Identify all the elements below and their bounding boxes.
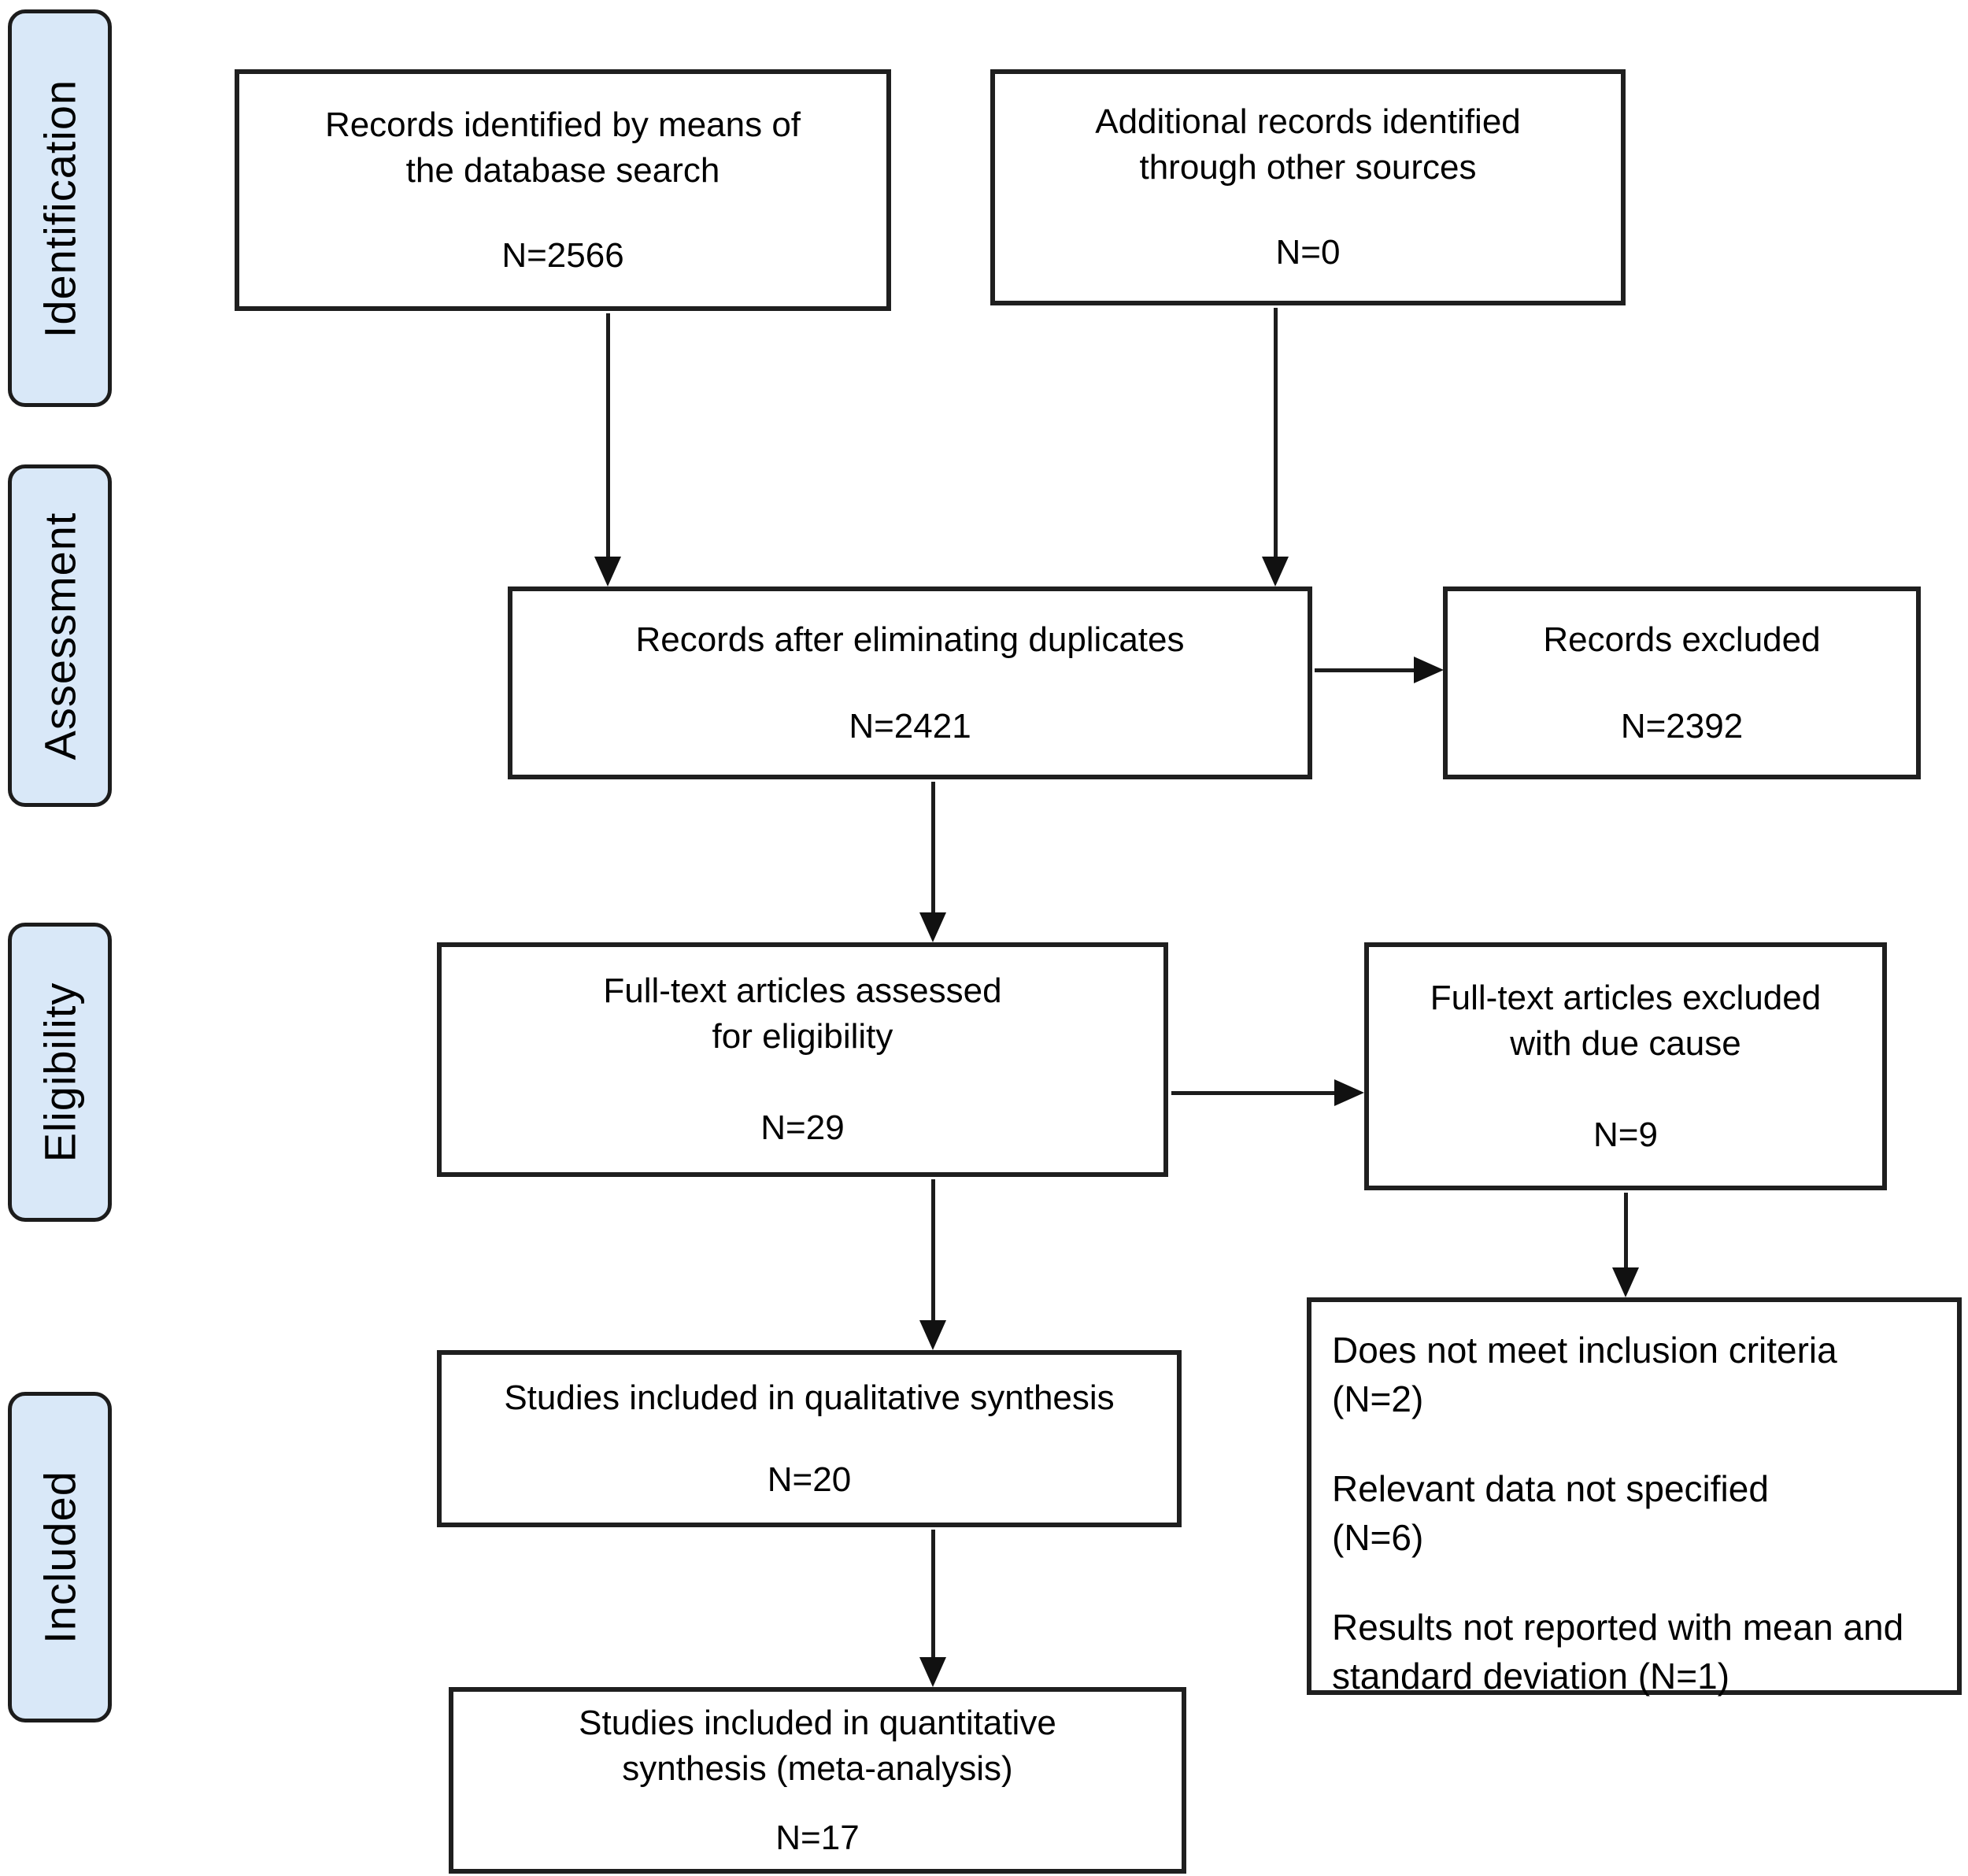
box-fulltext-assessed: Full-text articles assessed for eligibil… [437,942,1168,1177]
stage-eligibility: Eligibility [8,923,112,1222]
stage-assessment-label: Assessment [35,512,85,760]
box-additional-records: Additional records identified through ot… [990,69,1626,305]
connector-fulltext-to-qualitative [931,1179,935,1321]
arrowhead-right-icon [1334,1079,1364,1106]
label-line: Records identified by means of [324,105,801,144]
label-line: Records excluded [1543,620,1821,659]
box-records-identified: Records identified by means of the datab… [235,69,891,311]
arrowhead-down-icon [1262,557,1289,586]
label-line: Full-text articles excluded [1430,978,1822,1017]
connector-deduplicated-to-excluded [1315,668,1415,672]
stage-included-label: Included [35,1471,85,1644]
stage-identification: Identification [8,9,112,407]
box-fulltext-excluded-count: N=9 [1593,1115,1658,1154]
stage-identification-label: Identification [35,79,85,338]
connector-identified-to-deduplicated [606,313,610,559]
label-line: Results not reported with mean and [1332,1607,1904,1648]
label-line: the database search [405,150,720,190]
connector-deduplicated-to-fulltext [931,782,935,914]
label-line: with due cause [1510,1023,1741,1063]
label-line: through other sources [1139,148,1477,187]
box-records-excluded: Records excluded N=2392 [1443,586,1921,779]
box-qualitative-synthesis: Studies included in qualitative synthesi… [437,1350,1182,1527]
label-line: for eligibility [712,1017,893,1056]
exclusion-reason: Results not reported with mean and stand… [1332,1603,1903,1700]
label-line: standard deviation (N=1) [1332,1656,1730,1697]
label-line: Additional records identified [1095,102,1521,141]
box-fulltext-excluded-label: Full-text articles excluded with due cau… [1430,975,1821,1067]
connector-fulltext-to-excluded [1171,1091,1336,1095]
arrowhead-down-icon [919,912,946,942]
label-line: (N=2) [1332,1378,1424,1419]
label-line: (N=6) [1332,1517,1424,1558]
connector-excluded-to-reasons [1624,1193,1628,1269]
arrowhead-right-icon [1414,657,1444,683]
label-line: Studies included in quantitative [579,1703,1056,1742]
box-deduplicated-count: N=2421 [849,706,971,746]
box-additional-records-label: Additional records identified through ot… [1095,99,1521,191]
box-records-excluded-label: Records excluded [1543,617,1820,663]
exclusion-reason: Relevant data not specified (N=6) [1332,1464,1769,1562]
stage-eligibility-label: Eligibility [35,982,85,1163]
box-additional-records-count: N=0 [1275,233,1341,272]
box-deduplicated-label: Records after eliminating duplicates [635,617,1184,663]
stage-assessment: Assessment [8,464,112,807]
label-line: Relevant data not specified [1332,1468,1769,1509]
exclusion-reason: Does not meet inclusion criteria (N=2) [1332,1326,1837,1423]
arrowhead-down-icon [919,1657,946,1687]
label-line: synthesis (meta-analysis) [622,1748,1013,1788]
arrowhead-down-icon [919,1320,946,1350]
label-line: Full-text articles assessed [603,971,1002,1010]
label-line: Studies included in qualitative synthesi… [504,1378,1115,1417]
label-line: Does not meet inclusion criteria [1332,1330,1837,1371]
box-records-identified-label: Records identified by means of the datab… [325,102,801,194]
box-exclusion-reasons: Does not meet inclusion criteria (N=2) R… [1307,1297,1962,1697]
box-qualitative-synthesis-count: N=20 [767,1460,852,1499]
arrowhead-down-icon [1612,1267,1639,1297]
box-quantitative-synthesis: Studies included in quantitative synthes… [449,1687,1186,1874]
box-qualitative-synthesis-label: Studies included in qualitative synthesi… [504,1375,1114,1421]
box-records-identified-count: N=2566 [501,235,624,275]
box-records-excluded-count: N=2392 [1620,706,1744,746]
box-quantitative-synthesis-label: Studies included in quantitative synthes… [579,1700,1056,1792]
box-fulltext-excluded: Full-text articles excluded with due cau… [1364,942,1887,1190]
box-fulltext-assessed-count: N=29 [760,1108,845,1147]
connector-additional-to-deduplicated [1274,308,1278,559]
connector-qualitative-to-quantitative [931,1530,935,1658]
box-quantitative-synthesis-count: N=17 [775,1818,860,1857]
label-line: Records after eliminating duplicates [635,620,1185,659]
box-deduplicated: Records after eliminating duplicates N=2… [508,586,1312,779]
box-fulltext-assessed-label: Full-text articles assessed for eligibil… [603,968,1001,1060]
arrowhead-down-icon [594,557,621,586]
stage-included: Included [8,1392,112,1722]
